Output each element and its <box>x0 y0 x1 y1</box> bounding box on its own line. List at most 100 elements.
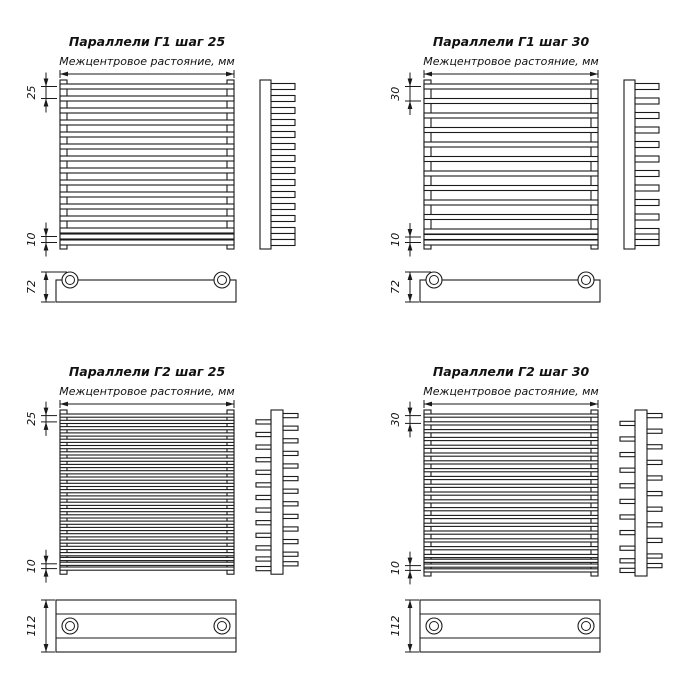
side-bar-tooth <box>270 202 296 211</box>
step-dimension-label: 25 <box>25 86 38 100</box>
heating-bar <box>59 233 235 240</box>
heating-bar <box>59 203 235 210</box>
heating-bar <box>59 533 235 538</box>
side-bar-tooth <box>634 213 660 221</box>
heating-bar <box>59 239 235 246</box>
heating-bar <box>59 444 235 450</box>
side-collector <box>259 79 272 250</box>
dimension-arrow <box>226 71 234 77</box>
side-bar-tooth <box>270 154 296 163</box>
collector-height-label: 72 <box>389 280 402 294</box>
collector-port-inner <box>217 275 227 285</box>
center-distance-dimension <box>59 70 235 78</box>
side-bar-tooth-right <box>646 553 663 559</box>
dimensions: 25 10 <box>25 72 57 257</box>
collector-port-inner <box>429 275 439 285</box>
step-dimension-label: 30 <box>389 413 402 427</box>
figure-title: Параллели Г1 шаг 30 <box>433 34 590 49</box>
heating-bar <box>423 522 599 527</box>
side-bar-tooth-right <box>282 526 299 532</box>
side-bar-tooth-left <box>619 436 636 442</box>
bottom-collector-body <box>419 599 601 653</box>
heating-bar <box>59 470 235 475</box>
dimension-arrow <box>407 78 413 87</box>
collector-height-label: 112 <box>25 616 38 637</box>
dimension-arrow <box>407 407 413 416</box>
heating-bar <box>59 552 235 557</box>
heating-bar <box>423 530 599 535</box>
heating-bar <box>59 556 235 562</box>
side-bar-tooth-right <box>282 425 299 431</box>
center-distance-dimension <box>59 400 235 408</box>
side-bar-tooth <box>270 82 296 91</box>
side-bar-tooth <box>270 130 296 139</box>
heating-bar <box>423 553 599 559</box>
side-bar-tooth-right <box>282 463 299 469</box>
dimension-arrow <box>407 101 413 109</box>
heating-bar <box>59 539 235 544</box>
dimension-arrow <box>424 71 432 77</box>
side-bar-tooth-right <box>282 412 299 419</box>
collector-port-inner <box>65 275 75 285</box>
figure-parallels-g1-step30: Параллели Г1 шаг 30 Межцентровое растоян… <box>386 24 686 354</box>
side-bar-tooth <box>270 190 296 199</box>
figure-title: Параллели Г1 шаг 25 <box>69 34 226 49</box>
bottom-collector-view: 72 <box>389 271 601 303</box>
heating-bar <box>59 482 235 488</box>
dimension-arrow <box>43 421 49 430</box>
side-view <box>255 409 299 575</box>
side-bar-tooth-left <box>255 419 272 425</box>
figure-subtitle: Межцентровое растояние, мм <box>59 385 234 398</box>
dimension-arrow <box>407 557 413 566</box>
bottom-gap-dimension-label: 10 <box>25 233 38 247</box>
dimension-arrow <box>424 401 432 407</box>
heating-bar <box>59 457 235 462</box>
center-distance-dimension <box>423 400 599 408</box>
side-bar-tooth <box>270 106 296 115</box>
side-bar-tooth-left <box>619 498 636 505</box>
side-bar-tooth <box>634 238 660 247</box>
side-bar-tooth-left <box>619 467 636 473</box>
side-bar-tooth-left <box>619 483 636 489</box>
figure-parallels-g2-step30: Параллели Г2 шаг 30 Межцентровое растоян… <box>386 354 686 684</box>
collector-port-inner <box>217 621 227 631</box>
side-bar-tooth <box>270 226 296 235</box>
heating-bar <box>59 495 235 500</box>
side-bar-tooth-right <box>282 501 299 507</box>
heating-bar <box>423 507 599 512</box>
heating-bar <box>423 563 599 568</box>
side-bar-tooth <box>270 214 296 223</box>
figure-subtitle: Межцентровое растояние, мм <box>59 55 234 68</box>
side-bar-tooth-right <box>646 428 663 434</box>
left-riser <box>59 79 68 250</box>
side-bar-tooth <box>270 94 296 103</box>
heating-bar <box>59 107 235 114</box>
heating-bar <box>423 421 599 426</box>
right-riser <box>590 79 599 250</box>
side-bar-tooth <box>634 126 660 134</box>
heating-bar <box>423 558 599 563</box>
heating-bar <box>59 526 235 532</box>
side-bar-tooth-left <box>255 545 272 551</box>
side-bar-tooth-left <box>255 457 272 463</box>
dimension-arrow <box>43 272 49 280</box>
dimension-arrow <box>407 423 413 432</box>
side-bar-tooth-left <box>255 520 272 526</box>
side-bar-tooth-left <box>255 556 272 562</box>
heating-bar <box>59 545 235 551</box>
side-bar-tooth-right <box>282 475 299 482</box>
heating-bar <box>423 239 599 246</box>
side-bar-tooth-left <box>619 514 636 520</box>
heating-bar <box>59 155 235 162</box>
heating-bar <box>59 95 235 102</box>
dimension-arrow <box>407 570 413 579</box>
dimension-arrow <box>407 600 413 608</box>
side-bar-tooth <box>270 238 296 247</box>
side-collector <box>270 409 284 575</box>
heating-bar <box>59 143 235 150</box>
right-riser <box>226 79 235 250</box>
side-bar-tooth <box>634 169 660 178</box>
side-bar-tooth-right <box>282 450 299 457</box>
dimension-arrow <box>407 644 413 652</box>
